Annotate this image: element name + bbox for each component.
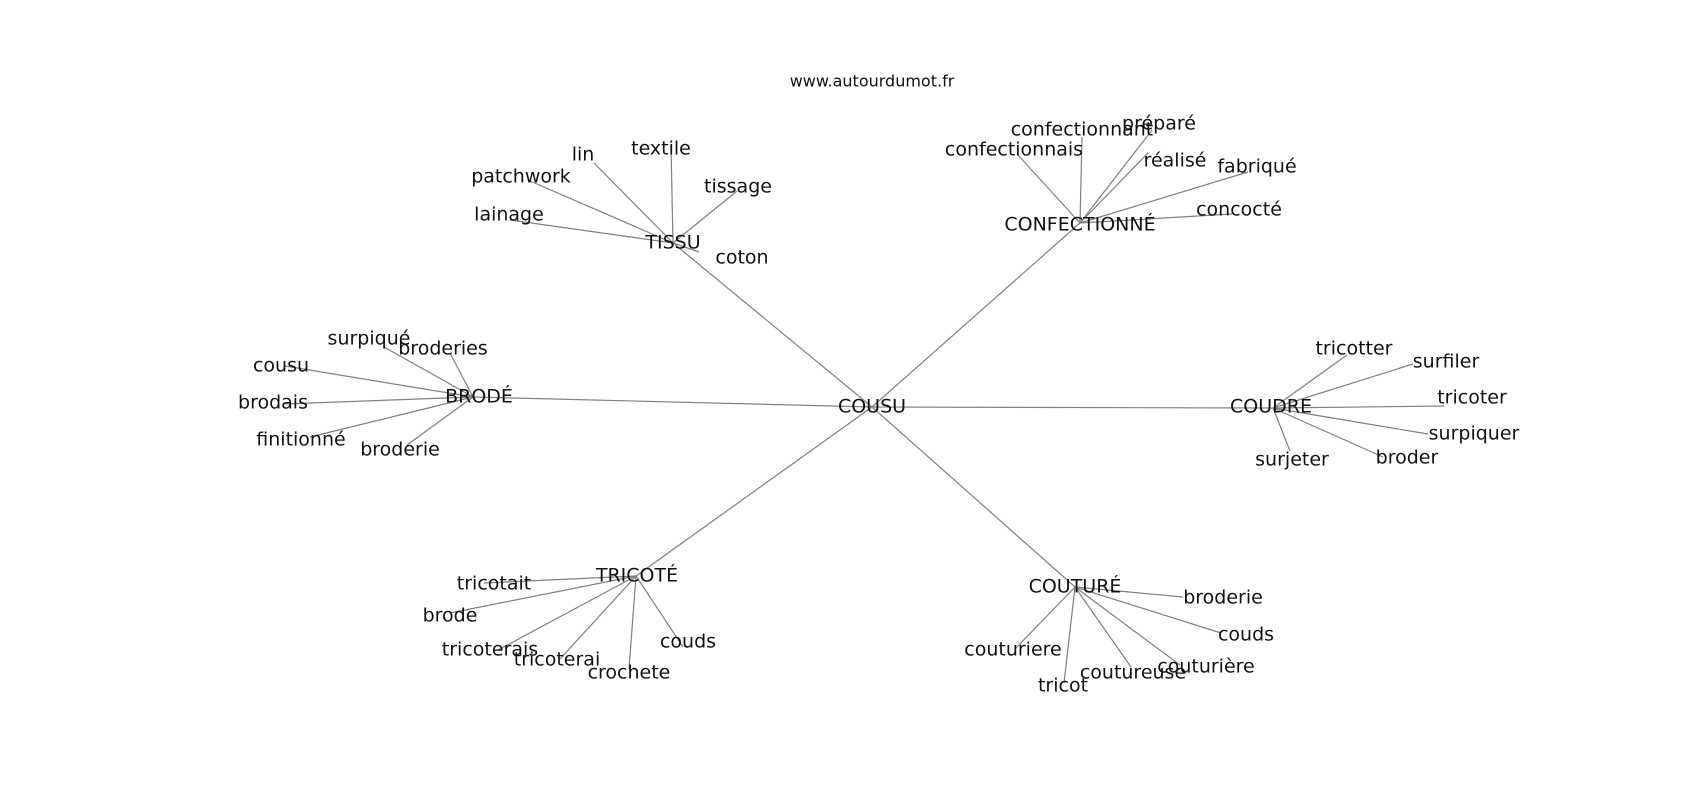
leaf-node[interactable]: brode xyxy=(423,605,478,627)
leaf-node[interactable]: tricot xyxy=(1038,675,1088,697)
center-node[interactable]: COUSU xyxy=(838,396,906,418)
leaf-node[interactable]: tricoter xyxy=(1437,387,1507,409)
graph-labels: www.autourdumot.fr COUSU TISSU lin textile… xyxy=(238,72,1520,697)
hub-node[interactable]: TISSU xyxy=(644,232,700,254)
hub-leaf-edge xyxy=(383,346,474,398)
center-hub-edge xyxy=(871,222,1081,408)
hub-leaf-edge xyxy=(1015,586,1076,649)
leaf-node[interactable]: concocté xyxy=(1196,199,1282,221)
leaf-node[interactable]: fabriqué xyxy=(1217,156,1296,178)
leaf-node[interactable]: surpiquer xyxy=(1429,423,1520,445)
hub-leaf-edge xyxy=(628,575,637,670)
leaf-node[interactable]: tricotait xyxy=(457,573,531,595)
hub-leaf-edge xyxy=(1074,586,1222,634)
hub-leaf-edge xyxy=(1063,586,1076,684)
hub-leaf-edge xyxy=(1079,152,1149,224)
leaf-node[interactable]: surjeter xyxy=(1255,449,1329,471)
leaf-node[interactable]: tricotter xyxy=(1315,338,1392,360)
hub-leaf-edge xyxy=(1074,586,1184,598)
leaf-node[interactable]: broderie xyxy=(1183,587,1263,609)
leaf-node[interactable]: lin xyxy=(572,144,595,166)
hub-leaf-edge xyxy=(1272,363,1414,409)
leaf-node[interactable]: confectionnant xyxy=(1011,119,1154,141)
leaf-node[interactable]: couds xyxy=(1218,624,1274,646)
hub-leaf-edge xyxy=(1016,153,1081,224)
hub-leaf-edge xyxy=(672,242,700,253)
leaf-node[interactable]: broderie xyxy=(360,439,440,461)
hub-node[interactable]: COUTURÉ xyxy=(1029,575,1122,598)
leaf-node[interactable]: broderies xyxy=(398,338,488,360)
site-watermark: www.autourdumot.fr xyxy=(790,72,955,91)
leaf-node[interactable]: broder xyxy=(1376,447,1439,469)
leaf-node[interactable]: textile xyxy=(631,138,691,160)
leaf-node[interactable]: surfiler xyxy=(1413,351,1480,373)
hub-leaf-edge xyxy=(559,575,637,660)
hub-leaf-edge xyxy=(1074,586,1181,666)
leaf-node[interactable]: couturiere xyxy=(964,639,1061,661)
hub-leaf-edge xyxy=(1272,407,1429,435)
leaf-node[interactable]: brodais xyxy=(238,392,308,414)
center-hub-edge xyxy=(871,406,1076,588)
hub-leaf-edge xyxy=(529,180,674,244)
hub-leaf-edge xyxy=(284,365,474,398)
leaf-node[interactable]: couturière xyxy=(1157,656,1254,678)
hub-leaf-edge xyxy=(1272,354,1348,409)
hub-leaf-edge xyxy=(672,190,738,244)
leaf-node[interactable]: réalisé xyxy=(1144,150,1207,172)
leaf-node[interactable]: tricoterai xyxy=(514,649,600,671)
leaf-node[interactable]: tissage xyxy=(704,176,772,198)
leaf-node[interactable]: finitionné xyxy=(256,429,345,451)
leaf-node[interactable]: confectionnais xyxy=(945,139,1083,161)
hub-leaf-edge xyxy=(309,396,474,438)
center-hub-edge xyxy=(672,242,873,408)
hub-leaf-edge xyxy=(449,352,474,398)
center-hub-edge xyxy=(472,396,873,408)
hub-leaf-edge xyxy=(1079,213,1233,224)
hub-leaf-edge xyxy=(1074,586,1132,668)
hub-node[interactable]: TRICOTÉ xyxy=(595,564,678,587)
hub-node[interactable]: BRODÉ xyxy=(445,385,513,408)
leaf-node[interactable]: coton xyxy=(715,247,768,269)
hub-leaf-edge xyxy=(593,162,674,244)
hub-leaf-edge xyxy=(1079,171,1249,224)
hub-leaf-edge xyxy=(449,575,637,614)
leaf-node[interactable]: lainage xyxy=(474,204,544,226)
leaf-node[interactable]: surpiqué xyxy=(328,328,411,350)
leaf-node[interactable]: coutureuse xyxy=(1080,662,1186,684)
hub-leaf-edge xyxy=(509,219,674,244)
hub-leaf-edge xyxy=(406,396,474,446)
leaf-node[interactable]: patchwork xyxy=(471,166,571,188)
hub-leaf-edge xyxy=(497,575,637,651)
graph-edges xyxy=(282,129,1445,684)
center-hub-edge xyxy=(871,406,1274,409)
leaf-node[interactable]: couds xyxy=(660,631,716,653)
leaf-node[interactable]: préparé xyxy=(1122,113,1196,135)
center-hub-edge xyxy=(635,406,873,577)
hub-leaf-edge xyxy=(1079,136,1083,224)
hub-leaf-edge xyxy=(1079,129,1153,224)
hub-node[interactable]: COUDRE xyxy=(1230,396,1312,418)
hub-leaf-edge xyxy=(1272,405,1445,409)
hub-leaf-edge xyxy=(635,575,684,648)
leaf-node[interactable]: cousu xyxy=(253,355,309,377)
hub-leaf-edge xyxy=(483,575,637,584)
hub-leaf-edge xyxy=(1272,407,1384,458)
hub-leaf-edge xyxy=(670,145,674,244)
leaf-node[interactable]: tricoterais xyxy=(442,639,538,661)
hub-leaf-edge xyxy=(1272,407,1291,452)
leaf-node[interactable]: crochete xyxy=(588,662,671,684)
hub-node[interactable]: CONFECTIONNÉ xyxy=(1004,213,1155,236)
hub-leaf-edge xyxy=(282,396,474,405)
